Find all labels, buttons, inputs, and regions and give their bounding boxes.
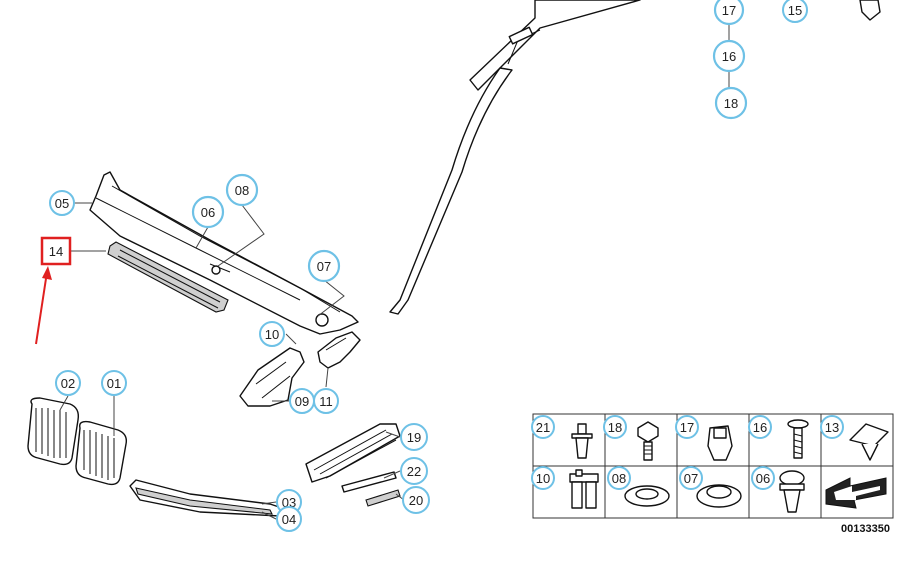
callout-14[interactable]: 14 [49,244,63,259]
callout-15-top[interactable]: 15 [782,0,808,23]
svg-text:20: 20 [409,493,423,508]
kidney-grille-left [27,397,80,466]
callout-16-top[interactable]: 16 [712,39,746,73]
svg-text:02: 02 [61,376,75,391]
svg-text:05: 05 [55,196,69,211]
svg-text:16: 16 [722,49,736,64]
svg-text:15: 15 [788,3,802,18]
table-cell-07[interactable]: 07 [679,466,703,490]
svg-text:06: 06 [201,205,215,220]
callout-22[interactable]: 22 [400,457,428,485]
callout-04[interactable]: 04 [276,506,302,532]
callout-17-top[interactable]: 17 [713,0,745,26]
table-cell-17[interactable]: 17 [675,415,699,439]
callout-02[interactable]: 02 [55,370,81,396]
kidney-grille-right [75,420,128,486]
svg-text:16: 16 [753,420,767,435]
strip-22 [341,471,397,493]
fastener-16-screw [787,419,809,459]
windshield-trim-strip [389,0,641,315]
table-cell-18[interactable]: 18 [603,415,627,439]
fastener-18-bolt [637,421,659,461]
svg-text:07: 07 [317,259,331,274]
table-cell-16[interactable]: 16 [748,415,772,439]
callout-11[interactable]: 11 [313,388,339,414]
svg-text:08: 08 [612,471,626,486]
top-right-clip-part [859,0,881,21]
svg-text:14: 14 [49,244,63,259]
svg-text:13: 13 [825,420,839,435]
lower-trim-strip [129,479,283,517]
svg-text:21: 21 [536,420,550,435]
fastener-13-clip [849,423,889,461]
svg-text:10: 10 [265,327,279,342]
table-cell-13[interactable]: 13 [820,415,844,439]
svg-text:01: 01 [107,376,121,391]
leader-lines [59,23,730,520]
fastener-17-clip [707,425,733,461]
svg-text:11: 11 [319,394,333,409]
callout-08[interactable]: 08 [225,173,259,207]
table-cell-10[interactable]: 10 [531,466,555,490]
svg-text:18: 18 [608,420,622,435]
table-cell-06[interactable]: 06 [751,466,775,490]
bracket-right [317,331,361,369]
fastener-21-rivet [571,423,593,459]
bracket-left [239,347,305,407]
cowl-panel [89,171,359,335]
svg-text:06: 06 [756,471,770,486]
fastener-10-expander [569,469,599,509]
highlight-box [40,236,72,266]
callout-19[interactable]: 19 [400,423,428,451]
svg-text:08: 08 [235,183,249,198]
callout-18-top[interactable]: 18 [714,86,748,120]
air-duct-grille [305,423,401,483]
callout-01[interactable]: 01 [101,370,127,396]
callout-09[interactable]: 09 [289,388,315,414]
arrow-icon [825,477,887,509]
fastener-table: 21 18 17 16 13 10 08 07 06 [531,413,894,535]
callout-05[interactable]: 05 [49,190,75,216]
svg-text:19: 19 [407,430,421,445]
svg-text:03: 03 [282,495,296,510]
highlight-marker [35,236,72,345]
table-cell-08[interactable]: 08 [607,466,631,490]
strip-20 [365,489,401,507]
fastener-07-grommet [696,484,742,508]
fastener-08-grommet [624,485,670,507]
svg-text:07: 07 [684,471,698,486]
svg-text:04: 04 [282,512,296,527]
svg-text:17: 17 [680,420,694,435]
callouts: 05 06 07 08 14 10 09 11 02 01 03 04 19 2… [49,0,808,532]
svg-text:09: 09 [295,394,309,409]
svg-text:18: 18 [724,96,738,111]
cowl-grille-strip [107,241,229,313]
table-cell-21[interactable]: 21 [531,415,555,439]
diagram-code: 00133350 [841,523,890,535]
callout-06[interactable]: 06 [191,195,225,229]
callout-07[interactable]: 07 [307,249,341,283]
fastener-06-plug [779,470,805,513]
callout-10[interactable]: 10 [259,321,285,347]
highlight-arrow-line [35,271,48,345]
svg-text:17: 17 [722,3,736,18]
svg-text:10: 10 [536,471,550,486]
highlight-arrow-head [42,266,52,280]
callout-20[interactable]: 20 [402,486,430,514]
svg-text:22: 22 [407,464,421,479]
